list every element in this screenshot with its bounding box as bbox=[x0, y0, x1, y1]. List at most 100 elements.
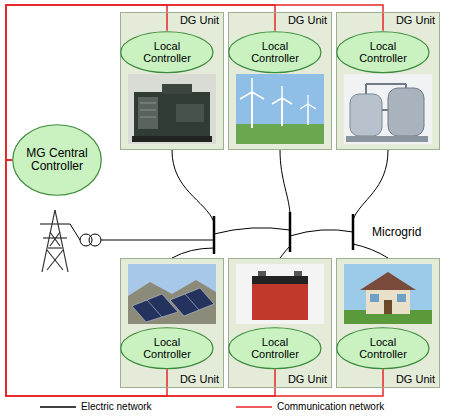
turbine-blade bbox=[272, 98, 282, 104]
picture-ground bbox=[236, 264, 324, 324]
generator-body bbox=[134, 92, 210, 136]
turbine-blade bbox=[240, 92, 252, 99]
battery-terminal bbox=[294, 271, 302, 276]
controller-ellipse: Local Controller bbox=[120, 327, 214, 369]
electric-wire bbox=[214, 228, 290, 234]
electric-wire bbox=[353, 150, 388, 220]
controller-ellipse: Local Controller bbox=[336, 31, 430, 73]
unit-box: DG UnitLocal Controller bbox=[336, 12, 440, 150]
generator-top bbox=[162, 84, 192, 94]
panel-grid bbox=[147, 300, 162, 317]
turbine-blade bbox=[282, 98, 292, 104]
controller-ellipse: Local Controller bbox=[120, 31, 214, 73]
house-picture bbox=[344, 264, 432, 324]
ellipse-shape bbox=[13, 125, 102, 196]
generator-base bbox=[132, 136, 212, 142]
ellipse-shape bbox=[229, 32, 321, 73]
solar-panel-picture bbox=[128, 264, 216, 324]
house-window bbox=[370, 294, 379, 302]
electric-wire bbox=[280, 150, 290, 216]
transformer-coil bbox=[89, 234, 101, 246]
fuel-pipe bbox=[365, 84, 367, 94]
turbine-blade bbox=[300, 104, 308, 109]
diesel-generator-picture bbox=[128, 74, 216, 144]
hills bbox=[128, 280, 216, 324]
radiator-slot bbox=[140, 110, 156, 111]
transmission-tower bbox=[40, 210, 70, 272]
tower-brace bbox=[48, 247, 62, 248]
generator-radiator bbox=[138, 97, 158, 129]
house-window bbox=[397, 294, 406, 302]
house-door bbox=[384, 300, 392, 314]
turbine-blade bbox=[251, 78, 253, 92]
controller-name: Local Controller bbox=[352, 336, 414, 360]
solar-panel bbox=[132, 294, 178, 322]
electric-wire bbox=[280, 246, 290, 258]
unit-heading: DG Unit bbox=[180, 373, 219, 385]
unit-heading: DG Unit bbox=[396, 373, 435, 385]
controller-ellipse: Local Controller bbox=[336, 327, 430, 369]
tower-brace bbox=[50, 232, 60, 246]
wind-turbine-picture bbox=[236, 74, 324, 144]
electric-wire bbox=[101, 240, 214, 241]
turbine-tower bbox=[281, 98, 283, 126]
label-holder: Microgrid bbox=[372, 222, 421, 240]
turbine-tower bbox=[307, 104, 309, 125]
picture-ground bbox=[128, 74, 216, 144]
ground bbox=[236, 124, 324, 144]
panel-grid bbox=[185, 294, 199, 310]
turbine-blade bbox=[252, 92, 264, 99]
unit-heading: DG Unit bbox=[396, 14, 435, 26]
legend-text: Communication network bbox=[277, 401, 384, 412]
sky bbox=[344, 264, 432, 324]
fuel-cell-picture bbox=[344, 74, 432, 144]
legend-text: Electric network bbox=[81, 401, 152, 412]
ellipse-shape bbox=[121, 32, 213, 73]
communication-link bbox=[6, 160, 275, 396]
turbine-blade bbox=[308, 104, 316, 109]
ellipse-shape bbox=[229, 328, 321, 369]
unit-box: DG UnitLocal Controller bbox=[228, 12, 332, 150]
ellipse-shape bbox=[337, 328, 429, 369]
unit-box: DG UnitLocal Controller bbox=[228, 258, 332, 388]
sky bbox=[236, 74, 324, 144]
radiator-slot bbox=[140, 103, 156, 104]
unit-ground bbox=[336, 258, 440, 388]
unit-heading: DG Unit bbox=[288, 373, 327, 385]
battery-lid bbox=[252, 276, 308, 284]
region-label: Microgrid bbox=[372, 225, 421, 239]
ellipse-shape bbox=[121, 328, 213, 369]
tower-brace bbox=[47, 250, 63, 270]
unit-ground bbox=[120, 258, 224, 388]
picture-ground bbox=[344, 74, 432, 144]
controller-name: Local Controller bbox=[352, 40, 414, 64]
controller-ellipse: Local Controller bbox=[228, 31, 322, 73]
controller-name: MG Central Controller bbox=[26, 147, 88, 173]
legend-sample bbox=[40, 403, 76, 411]
fuel-cell-cylinder bbox=[350, 94, 382, 136]
radiator-slot bbox=[140, 117, 156, 118]
turbine-tower bbox=[251, 92, 253, 128]
electric-wire bbox=[70, 224, 80, 240]
electric-wire bbox=[172, 150, 214, 222]
controller-name: Local Controller bbox=[244, 40, 306, 64]
unit-box: DG Unit Local Controller bbox=[120, 258, 224, 388]
generator-engine bbox=[176, 104, 204, 122]
controller-name: Local Controller bbox=[136, 40, 198, 64]
battery-picture bbox=[236, 264, 324, 324]
unit-ground bbox=[336, 12, 440, 150]
tower-brace bbox=[50, 232, 60, 246]
unit-ground bbox=[228, 258, 332, 388]
unit-ground bbox=[120, 12, 224, 150]
tower-arm bbox=[40, 223, 70, 224]
controller-ellipse: MG Central Controller bbox=[12, 124, 102, 196]
unit-heading: DG Unit bbox=[288, 14, 327, 26]
legend-line-sample bbox=[236, 406, 272, 407]
unit-heading: DG Unit bbox=[180, 14, 219, 26]
battery-terminal bbox=[258, 271, 266, 276]
turbine-blade bbox=[307, 95, 308, 104]
controller-name: Local Controller bbox=[136, 336, 198, 360]
electric-wire bbox=[290, 230, 353, 236]
ellipse-shape bbox=[337, 32, 429, 73]
